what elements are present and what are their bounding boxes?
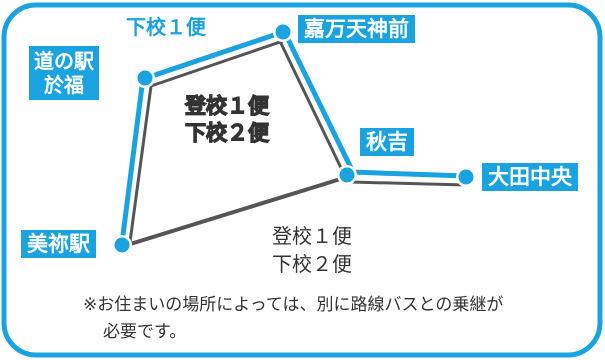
station-label-ofuku-line2: 於福 — [44, 73, 84, 97]
station-dot-mine — [112, 235, 132, 255]
footnote-line1: ※お住まいの場所によっては、別に路線バスとの乗継が — [83, 295, 504, 315]
station-label-kaman-tenjinmae: 嘉万天神前 — [298, 15, 415, 43]
station-dot-ofuku — [135, 68, 155, 88]
station-dot-ota — [456, 167, 476, 187]
route-kaman-akiyoshi — [275, 29, 355, 173]
route-mine-akiyoshi — [123, 175, 348, 248]
route-ofuku-mine — [119, 77, 153, 244]
footnote-line2: 必要です。 — [103, 322, 187, 342]
route-label-inner: 登校１便 下校２便 — [168, 93, 286, 147]
route-label-bottom: 登校１便 下校２便 — [250, 222, 374, 278]
route-ofuku-kaman — [145, 30, 284, 88]
station-label-michinoeki-ofuku: 道の駅 於福 — [29, 46, 99, 100]
route-label-inner-line2: 下校２便 — [184, 120, 269, 145]
route-label-bottom-line1: 登校１便 — [272, 224, 352, 248]
route-label-bottom-line2: 下校２便 — [272, 252, 352, 276]
station-label-ota-chuo: 大田中央 — [482, 163, 578, 191]
station-dot-kaman — [273, 22, 293, 42]
station-label-akiyoshi: 秋吉 — [360, 128, 414, 156]
station-label-mine-eki: 美祢駅 — [21, 230, 96, 258]
footnote: ※お住まいの場所によっては、別に路線バスとの乗継が 必要です。 — [83, 292, 503, 346]
route-label-top: 下校１便 — [126, 15, 206, 39]
station-label-ofuku-line1: 道の駅 — [34, 49, 94, 73]
route-label-inner-line1: 登校１便 — [184, 93, 269, 118]
route-akiyoshi-ota — [349, 169, 467, 187]
station-dot-akiyoshi — [337, 165, 357, 185]
